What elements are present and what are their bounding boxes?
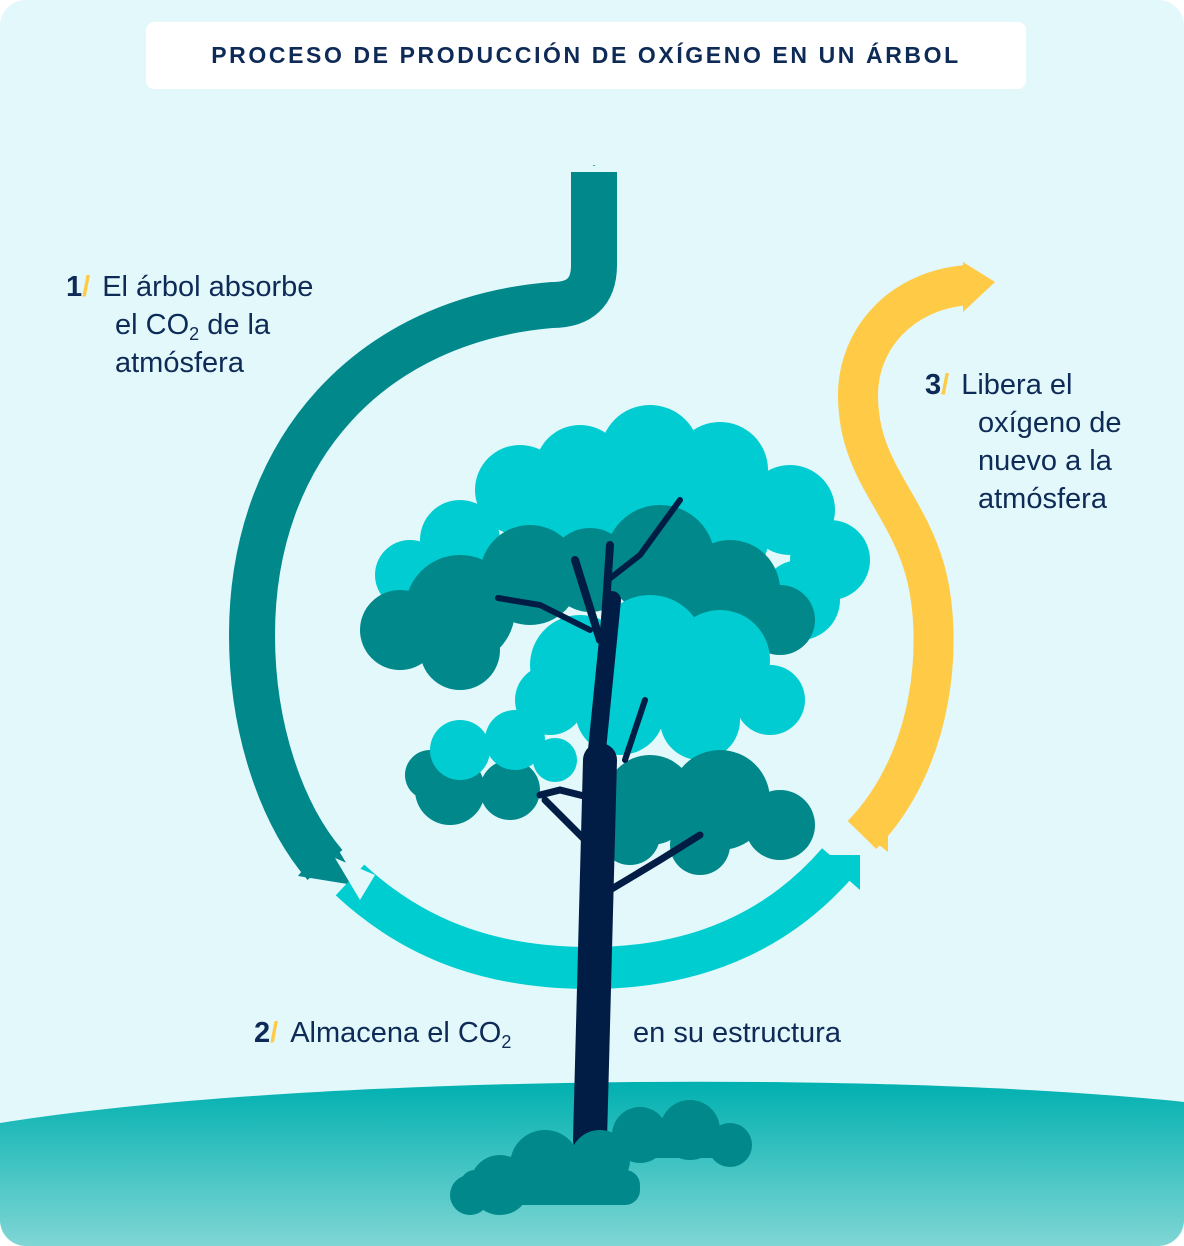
page-title: PROCESO DE PRODUCCIÓN DE OXÍGENO EN UN Á… bbox=[211, 42, 961, 68]
step-1-line2-sub: 2 bbox=[189, 324, 200, 344]
absorb-arrow-notch bbox=[570, 150, 618, 172]
step-1-number: 1 bbox=[66, 271, 83, 303]
store-arrow-head bbox=[820, 855, 860, 890]
step-1-line2-post: de la bbox=[199, 309, 271, 341]
step-1-line3: atmósfera bbox=[115, 347, 244, 379]
step-1-line1: El árbol absorbe bbox=[102, 271, 314, 303]
step-3-line2: oxígeno de bbox=[978, 407, 1122, 439]
release-arrow bbox=[837, 265, 971, 849]
step-1-line2-pre: el CO bbox=[115, 309, 190, 341]
step-3-label: 3/ Libera el oxígeno de nuevo a la atmósf… bbox=[925, 366, 1122, 518]
step-2-number: 2 bbox=[254, 1017, 271, 1049]
step-3-line1: Libera el bbox=[961, 369, 1073, 401]
step-2-text-post: en su estructura bbox=[633, 1017, 841, 1049]
step-2-label-right: en su estructura bbox=[633, 1014, 841, 1052]
bushes bbox=[450, 1100, 752, 1215]
foliage-center bbox=[515, 595, 805, 760]
step-2-label: 2/Almacena el CO2 bbox=[254, 1014, 511, 1052]
absorb-arrow bbox=[228, 165, 617, 880]
step-2-text-sub: 2 bbox=[501, 1032, 512, 1052]
step-2-text-pre: Almacena el CO bbox=[290, 1017, 502, 1049]
step-3-slash: / bbox=[941, 369, 950, 401]
release-arrow-head bbox=[963, 262, 995, 312]
step-3-line4: atmósfera bbox=[978, 483, 1107, 515]
title-box: PROCESO DE PRODUCCIÓN DE OXÍGENO EN UN Á… bbox=[146, 22, 1026, 89]
step-1-slash: / bbox=[82, 271, 91, 303]
step-2-slash: / bbox=[270, 1017, 279, 1049]
foliage-right-lower bbox=[600, 750, 815, 875]
step-1-label: 1/ El árbol absorbe el CO2 de la atmósfer… bbox=[66, 268, 313, 382]
foliage-small-left bbox=[405, 710, 577, 825]
store-arrow-notch bbox=[335, 858, 375, 900]
step-3-line3: nuevo a la bbox=[978, 445, 1112, 477]
step-3-number: 3 bbox=[925, 369, 942, 401]
release-arrow-tail bbox=[855, 826, 888, 852]
tree-trunk bbox=[495, 497, 704, 1157]
